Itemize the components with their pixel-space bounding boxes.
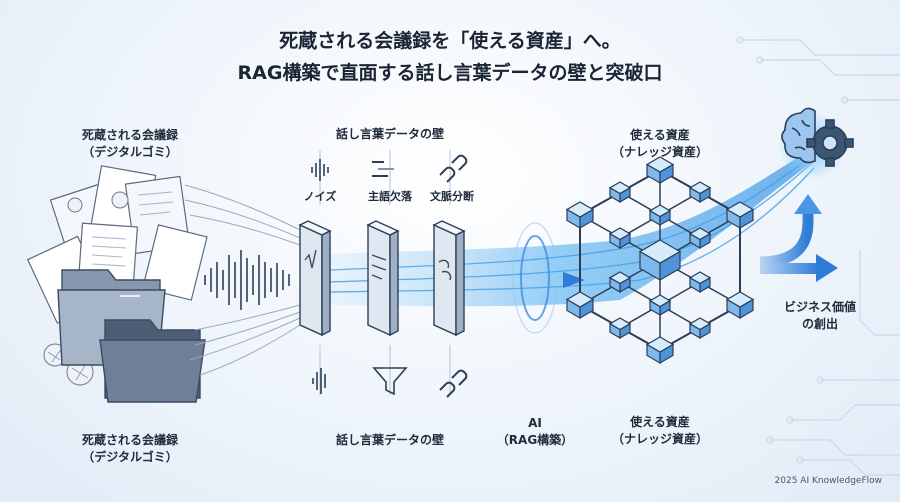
- title-line-2: RAG構築で直面する話し言葉データの壁と突破口: [237, 62, 663, 84]
- ai-label-2: （RAG構築）: [496, 433, 574, 447]
- barrier-panel-subject: [366, 220, 400, 337]
- circuit-decoration: [736, 36, 900, 476]
- knowledge-cube-face: [619, 186, 631, 204]
- right-top-label-2: （ナレッジ資産）: [611, 145, 708, 159]
- beam-streaks: [329, 157, 815, 293]
- beam-arrow-head: [563, 272, 585, 288]
- barrier-context-label: 文脈分断: [430, 190, 474, 203]
- footer-credit: 2025 AI KnowledgeFlow: [774, 476, 882, 486]
- knowledge-cube-network-icon: [565, 156, 755, 365]
- left-top-label-1: 死蔵される会議録: [81, 128, 178, 142]
- barrier-panels: [298, 150, 466, 395]
- knowledge-cube-face: [619, 322, 631, 340]
- business-value-label-1: ビジネス価値: [783, 300, 856, 314]
- knowledge-cube-face: [659, 209, 671, 227]
- barrier-panel-noise: [298, 220, 332, 337]
- broken-link-icon: [439, 154, 468, 183]
- knowledge-cube-face: [659, 163, 674, 185]
- title-line-1: 死蔵される会議録を「使える資産」へ。: [279, 30, 621, 52]
- light-beam: [300, 150, 815, 307]
- arrow-up-icon: [759, 194, 822, 268]
- knowledge-cube-face: [739, 298, 754, 320]
- knowledge-cube-face: [699, 232, 711, 250]
- barrier-panel-context: [432, 220, 466, 337]
- knowledge-cube-face: [699, 186, 711, 204]
- middle-bottom-label: 話し言葉データの壁: [335, 433, 444, 447]
- left-bottom-label-1: 死蔵される会議録: [81, 433, 178, 447]
- waveform-stream: [204, 250, 290, 310]
- knowledge-cube-face: [739, 208, 754, 230]
- right-bottom-label-1: 使える資産: [630, 415, 690, 429]
- knowledge-cube-face: [699, 322, 711, 340]
- waveform-icon-bottom: [312, 368, 326, 394]
- knowledge-cube-face: [619, 276, 631, 294]
- brain-gear-icon: [781, 107, 854, 167]
- knowledge-cube-face: [579, 208, 594, 230]
- left-bottom-label-2: （デジタルゴミ）: [82, 450, 178, 464]
- barrier-noise-label: ノイズ: [303, 190, 337, 203]
- missing-subject-icon: [372, 161, 394, 177]
- arrow-right-icon: [760, 254, 838, 282]
- filter-funnel-icon: [372, 367, 408, 396]
- text-stream-lines: [184, 184, 301, 376]
- knowledge-cube-face: [659, 250, 681, 282]
- barrier-subject-label: 主語欠落: [368, 190, 412, 203]
- knowledge-cube-face: [659, 299, 671, 317]
- knowledge-cube-face: [619, 232, 631, 250]
- middle-top-label: 話し言葉データの壁: [335, 127, 444, 141]
- ai-label-1: AI: [528, 416, 542, 430]
- knowledge-cube-face: [579, 298, 594, 320]
- knowledge-cube-face: [699, 276, 711, 294]
- right-bottom-label-2: （ナレッジ資産）: [611, 432, 708, 446]
- knowledge-cube-face: [659, 343, 674, 365]
- right-top-label-1: 使える資産: [630, 128, 690, 142]
- left-top-label-2: （デジタルゴミ）: [82, 145, 178, 159]
- business-value-label-2: の創出: [801, 317, 838, 331]
- ai-ring: [520, 235, 550, 321]
- broken-link-icon-bottom: [439, 369, 468, 398]
- folder-icon: [57, 269, 206, 403]
- ai-ring-outer: [512, 222, 558, 334]
- waveform-icon: [311, 159, 329, 181]
